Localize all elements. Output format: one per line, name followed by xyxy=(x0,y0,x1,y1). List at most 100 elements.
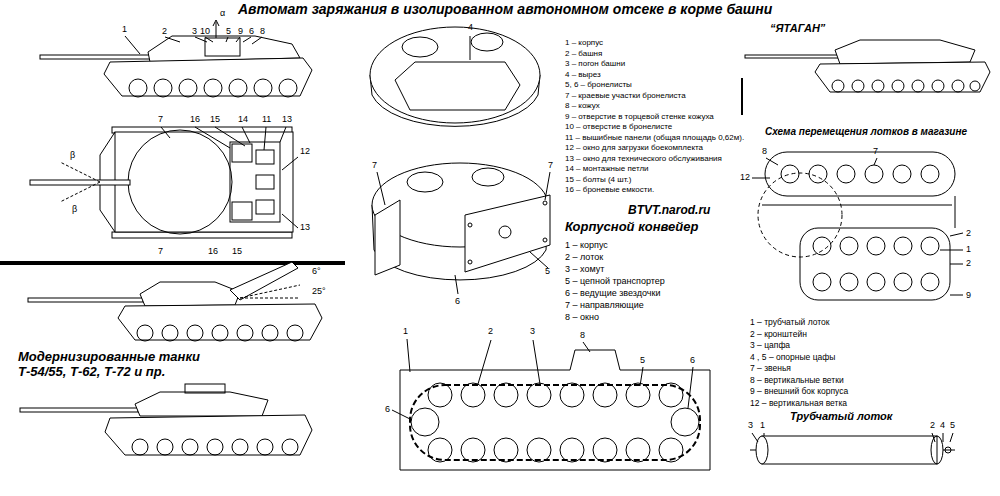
tank-plan-view xyxy=(112,232,292,238)
modernised-tank xyxy=(187,325,203,341)
tank-plan-view xyxy=(256,175,274,189)
modernised-tank xyxy=(28,298,143,302)
tube-tray xyxy=(945,447,951,453)
magazine-scheme xyxy=(921,273,939,291)
tank-plan-view xyxy=(30,127,298,238)
hull-conveyor xyxy=(410,385,700,460)
tank-plan-view xyxy=(128,130,232,234)
tank-plan-view xyxy=(60,162,100,202)
hull-conveyor xyxy=(527,438,551,462)
legend-line: 8 – вертикальные ветки xyxy=(750,376,844,386)
tank-side-view xyxy=(279,79,297,97)
magazine-scheme xyxy=(752,152,963,300)
hull-conveyor xyxy=(461,383,485,407)
legend-line: 14 – монтажные петли xyxy=(565,164,649,173)
turret-iso xyxy=(471,33,503,51)
legend-line: 16 – броневые емкости. xyxy=(565,185,654,194)
callout-number: 14 xyxy=(238,114,248,124)
modernised-tank xyxy=(137,325,153,341)
callout-number: 10 xyxy=(200,26,210,36)
callout-number: 9 xyxy=(238,26,243,36)
magazine-scheme xyxy=(921,237,939,255)
legend-line: 3 – цапфа xyxy=(750,341,790,351)
callout-number: 7 xyxy=(372,160,377,170)
turret-iso xyxy=(402,37,438,57)
callout-number: 15 xyxy=(210,114,220,124)
callout-number: 4 xyxy=(940,420,945,430)
turret-armour xyxy=(407,172,443,192)
hull-conveyor xyxy=(494,438,518,462)
modernised-tank xyxy=(182,439,198,455)
callout-number: 8 xyxy=(762,146,767,156)
callout-number: 12 xyxy=(300,146,310,156)
yatagan-tank xyxy=(745,55,840,58)
hull-conveyor xyxy=(659,438,683,462)
legend-line: 13 – окно для технического обслуживания xyxy=(565,154,722,163)
modernised-tank xyxy=(230,262,298,300)
legend-line: 11 – вышибные панели (общая площадь 0,62… xyxy=(565,133,744,142)
modernised-tank xyxy=(157,439,173,455)
tank-plan-view xyxy=(232,144,252,162)
callout-number: 12 xyxy=(740,172,750,182)
magazine-scheme xyxy=(837,165,855,183)
modernised-tank xyxy=(240,285,300,298)
magazine-scheme xyxy=(840,273,858,291)
yatagan-tank xyxy=(852,80,864,92)
turret-armour xyxy=(543,201,547,205)
legend-line: 5 – цепной транспортер xyxy=(565,276,665,286)
turret-armour xyxy=(377,172,550,294)
turret-iso xyxy=(470,36,471,60)
page-title: Автомат заряжания в изолированном автоно… xyxy=(238,1,772,17)
tank-side-view xyxy=(104,58,312,96)
callout-number: 11 xyxy=(262,114,271,124)
callout-number: 5 xyxy=(545,266,550,276)
legend-line: 2 – башня xyxy=(565,49,602,58)
callout-number: 5 xyxy=(226,26,231,36)
callout-number: 13 xyxy=(282,114,292,124)
magazine-scheme xyxy=(781,165,799,183)
tank-side-view xyxy=(179,79,197,97)
callout-number: 13 xyxy=(300,222,310,232)
modernised-tank xyxy=(185,384,225,393)
legend-line: 4 , 5 – опорные цафы xyxy=(750,353,835,363)
tank-plan-view xyxy=(230,142,280,222)
legend-line: 2 – лоток xyxy=(565,252,603,262)
callout-number: 16 xyxy=(208,246,218,256)
legend-line: 15 – болты (4 шт.) xyxy=(565,175,631,184)
tank-side-view xyxy=(204,79,222,97)
modernised-tank xyxy=(118,304,322,340)
callout-number: 9 xyxy=(966,290,971,300)
tank-side-view xyxy=(229,79,247,97)
tube-tray xyxy=(762,436,937,464)
callout-number: β xyxy=(70,150,75,160)
legend-line: 8 – кожух xyxy=(565,101,600,110)
tank-side-view xyxy=(125,36,262,54)
callout-number: 8 xyxy=(580,330,585,340)
tank-side-view xyxy=(213,20,219,38)
modernised-tank xyxy=(212,325,228,341)
legend-line: 1 – трубчатый лоток xyxy=(750,318,830,328)
magazine-scheme xyxy=(813,273,831,291)
callout-number: 25° xyxy=(312,286,326,296)
modernised-tank xyxy=(207,439,223,455)
legend-line: 7 – направляющие xyxy=(565,300,644,310)
callout-number: 2 xyxy=(966,258,971,268)
turret-iso xyxy=(370,27,540,126)
yatagan-tank xyxy=(745,40,990,92)
callout-number: 1 xyxy=(403,326,408,336)
magazine-scheme xyxy=(867,273,885,291)
legend-line: 9 – отверстие в торцевой стенке кожуха xyxy=(565,112,714,121)
hull-conveyor xyxy=(560,438,584,462)
legend-line: 4 – вырез xyxy=(565,70,601,79)
callout-number: 6 xyxy=(690,355,695,365)
callout-number: α xyxy=(220,8,225,18)
yatagan-tank xyxy=(832,80,844,92)
yatagan-tank xyxy=(835,40,975,64)
modernised-tank xyxy=(28,262,322,341)
legend-line: 3 – хомут xyxy=(565,264,604,274)
magazine-scheme xyxy=(765,152,955,196)
callout-number: 6 xyxy=(385,404,390,414)
callout-number: 15 xyxy=(232,246,242,256)
tube-tray xyxy=(756,436,768,464)
hull-conveyor xyxy=(428,383,452,407)
